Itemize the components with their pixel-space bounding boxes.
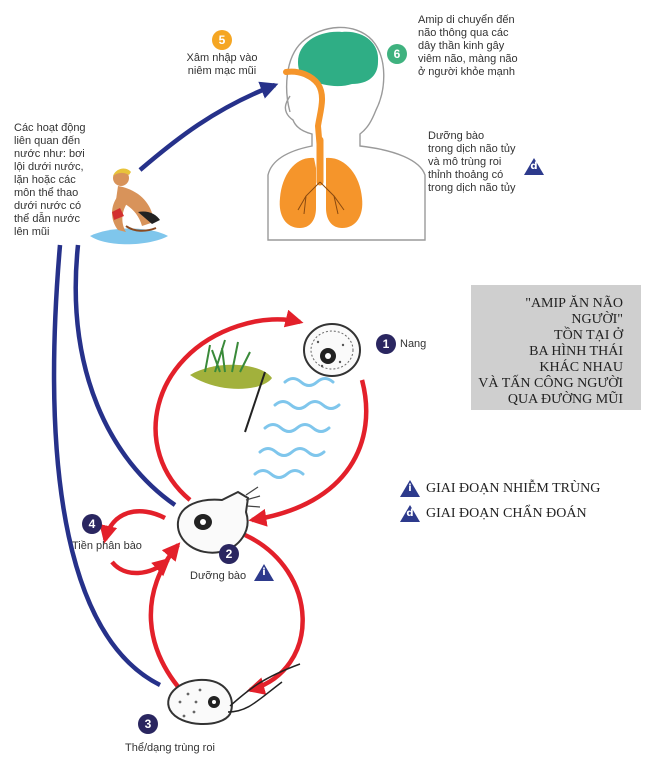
bronchi bbox=[297, 181, 345, 215]
step-4-badge: 4 bbox=[82, 514, 102, 534]
diagnostic-stage-icon: d bbox=[524, 158, 544, 175]
red-arrow-cyst-to-trophozoite bbox=[248, 379, 369, 527]
legend-infective-label: GIAI ĐOẠN NHIỄM TRÙNG bbox=[426, 481, 601, 496]
swimmer-figure bbox=[90, 168, 168, 245]
blue-arrow-to-nose bbox=[138, 81, 279, 172]
red-arrow-binary-fission-bottom bbox=[110, 557, 171, 577]
step-4-label: Tiền phân bào bbox=[72, 540, 142, 552]
title-line-4: KHÁC NHAU bbox=[539, 360, 623, 375]
trophozoite-cell bbox=[176, 486, 261, 554]
diagnostic-note-text: Dưỡng bào trong dịch não tủy và mô trùng… bbox=[428, 130, 516, 194]
cyst-cell bbox=[303, 323, 361, 377]
water-activities-text: Các hoạt động liên quan đến nước như: bơ… bbox=[14, 122, 86, 238]
flagellate-cell bbox=[167, 663, 301, 726]
title-line-1: "AMIP ĂN NÃO NGƯỜI" bbox=[525, 296, 623, 327]
step-2-badge: 2 bbox=[219, 544, 239, 564]
step-3-badge: 3 bbox=[138, 714, 158, 734]
trophozoite-infective-icon: i bbox=[254, 564, 274, 581]
step-1-badge: 1 bbox=[376, 334, 396, 354]
title-line-2: TỒN TẠI Ở bbox=[554, 328, 623, 343]
soil-with-grass bbox=[190, 339, 272, 389]
human-head-torso-outline bbox=[267, 26, 426, 241]
title-line-6: QUA ĐƯỜNG MŨI bbox=[507, 392, 623, 407]
title-line-5: VÀ TẤN CÔNG NGƯỜI bbox=[478, 376, 623, 391]
step-1-label: Nang bbox=[400, 338, 427, 350]
blue-line-flagellate-to-swimmer bbox=[51, 244, 162, 688]
left-lung bbox=[279, 157, 316, 228]
step-5-badge: 5 bbox=[212, 30, 232, 50]
step-6-badge: 6 bbox=[387, 44, 407, 64]
step-3-label: Thể/dạng trùng roi bbox=[125, 742, 215, 754]
step-5-label: Xâm nhập vào niêm mạc mũi bbox=[186, 52, 258, 77]
step-6-label: Amip di chuyển đến não thông qua các dây… bbox=[418, 14, 518, 78]
red-arrow-trophozoite-to-flagellate bbox=[244, 532, 305, 695]
brain-shape bbox=[298, 31, 379, 87]
infective-stage-icon: i bbox=[400, 480, 420, 497]
divider-line bbox=[244, 371, 266, 433]
water-waves bbox=[253, 377, 341, 479]
blue-line-trophozoite-to-swimmer bbox=[73, 244, 177, 507]
red-arrow-trophozoite-to-cyst bbox=[153, 309, 304, 502]
title-line-3: BA HÌNH THÁI bbox=[529, 344, 623, 359]
olfactory-pathway bbox=[283, 68, 326, 153]
red-arrow-binary-fission-top bbox=[99, 509, 167, 544]
diagnostic-stage-legend-icon: d bbox=[400, 505, 420, 522]
legend-diagnostic-label: GIAI ĐOẠN CHẨN ĐOÁN bbox=[426, 506, 587, 521]
step-2-label: Dưỡng bào bbox=[190, 570, 247, 582]
title-box: "AMIP ĂN NÃO NGƯỜI" TỒN TẠI Ở BA HÌNH TH… bbox=[471, 285, 641, 410]
right-lung bbox=[326, 157, 363, 228]
